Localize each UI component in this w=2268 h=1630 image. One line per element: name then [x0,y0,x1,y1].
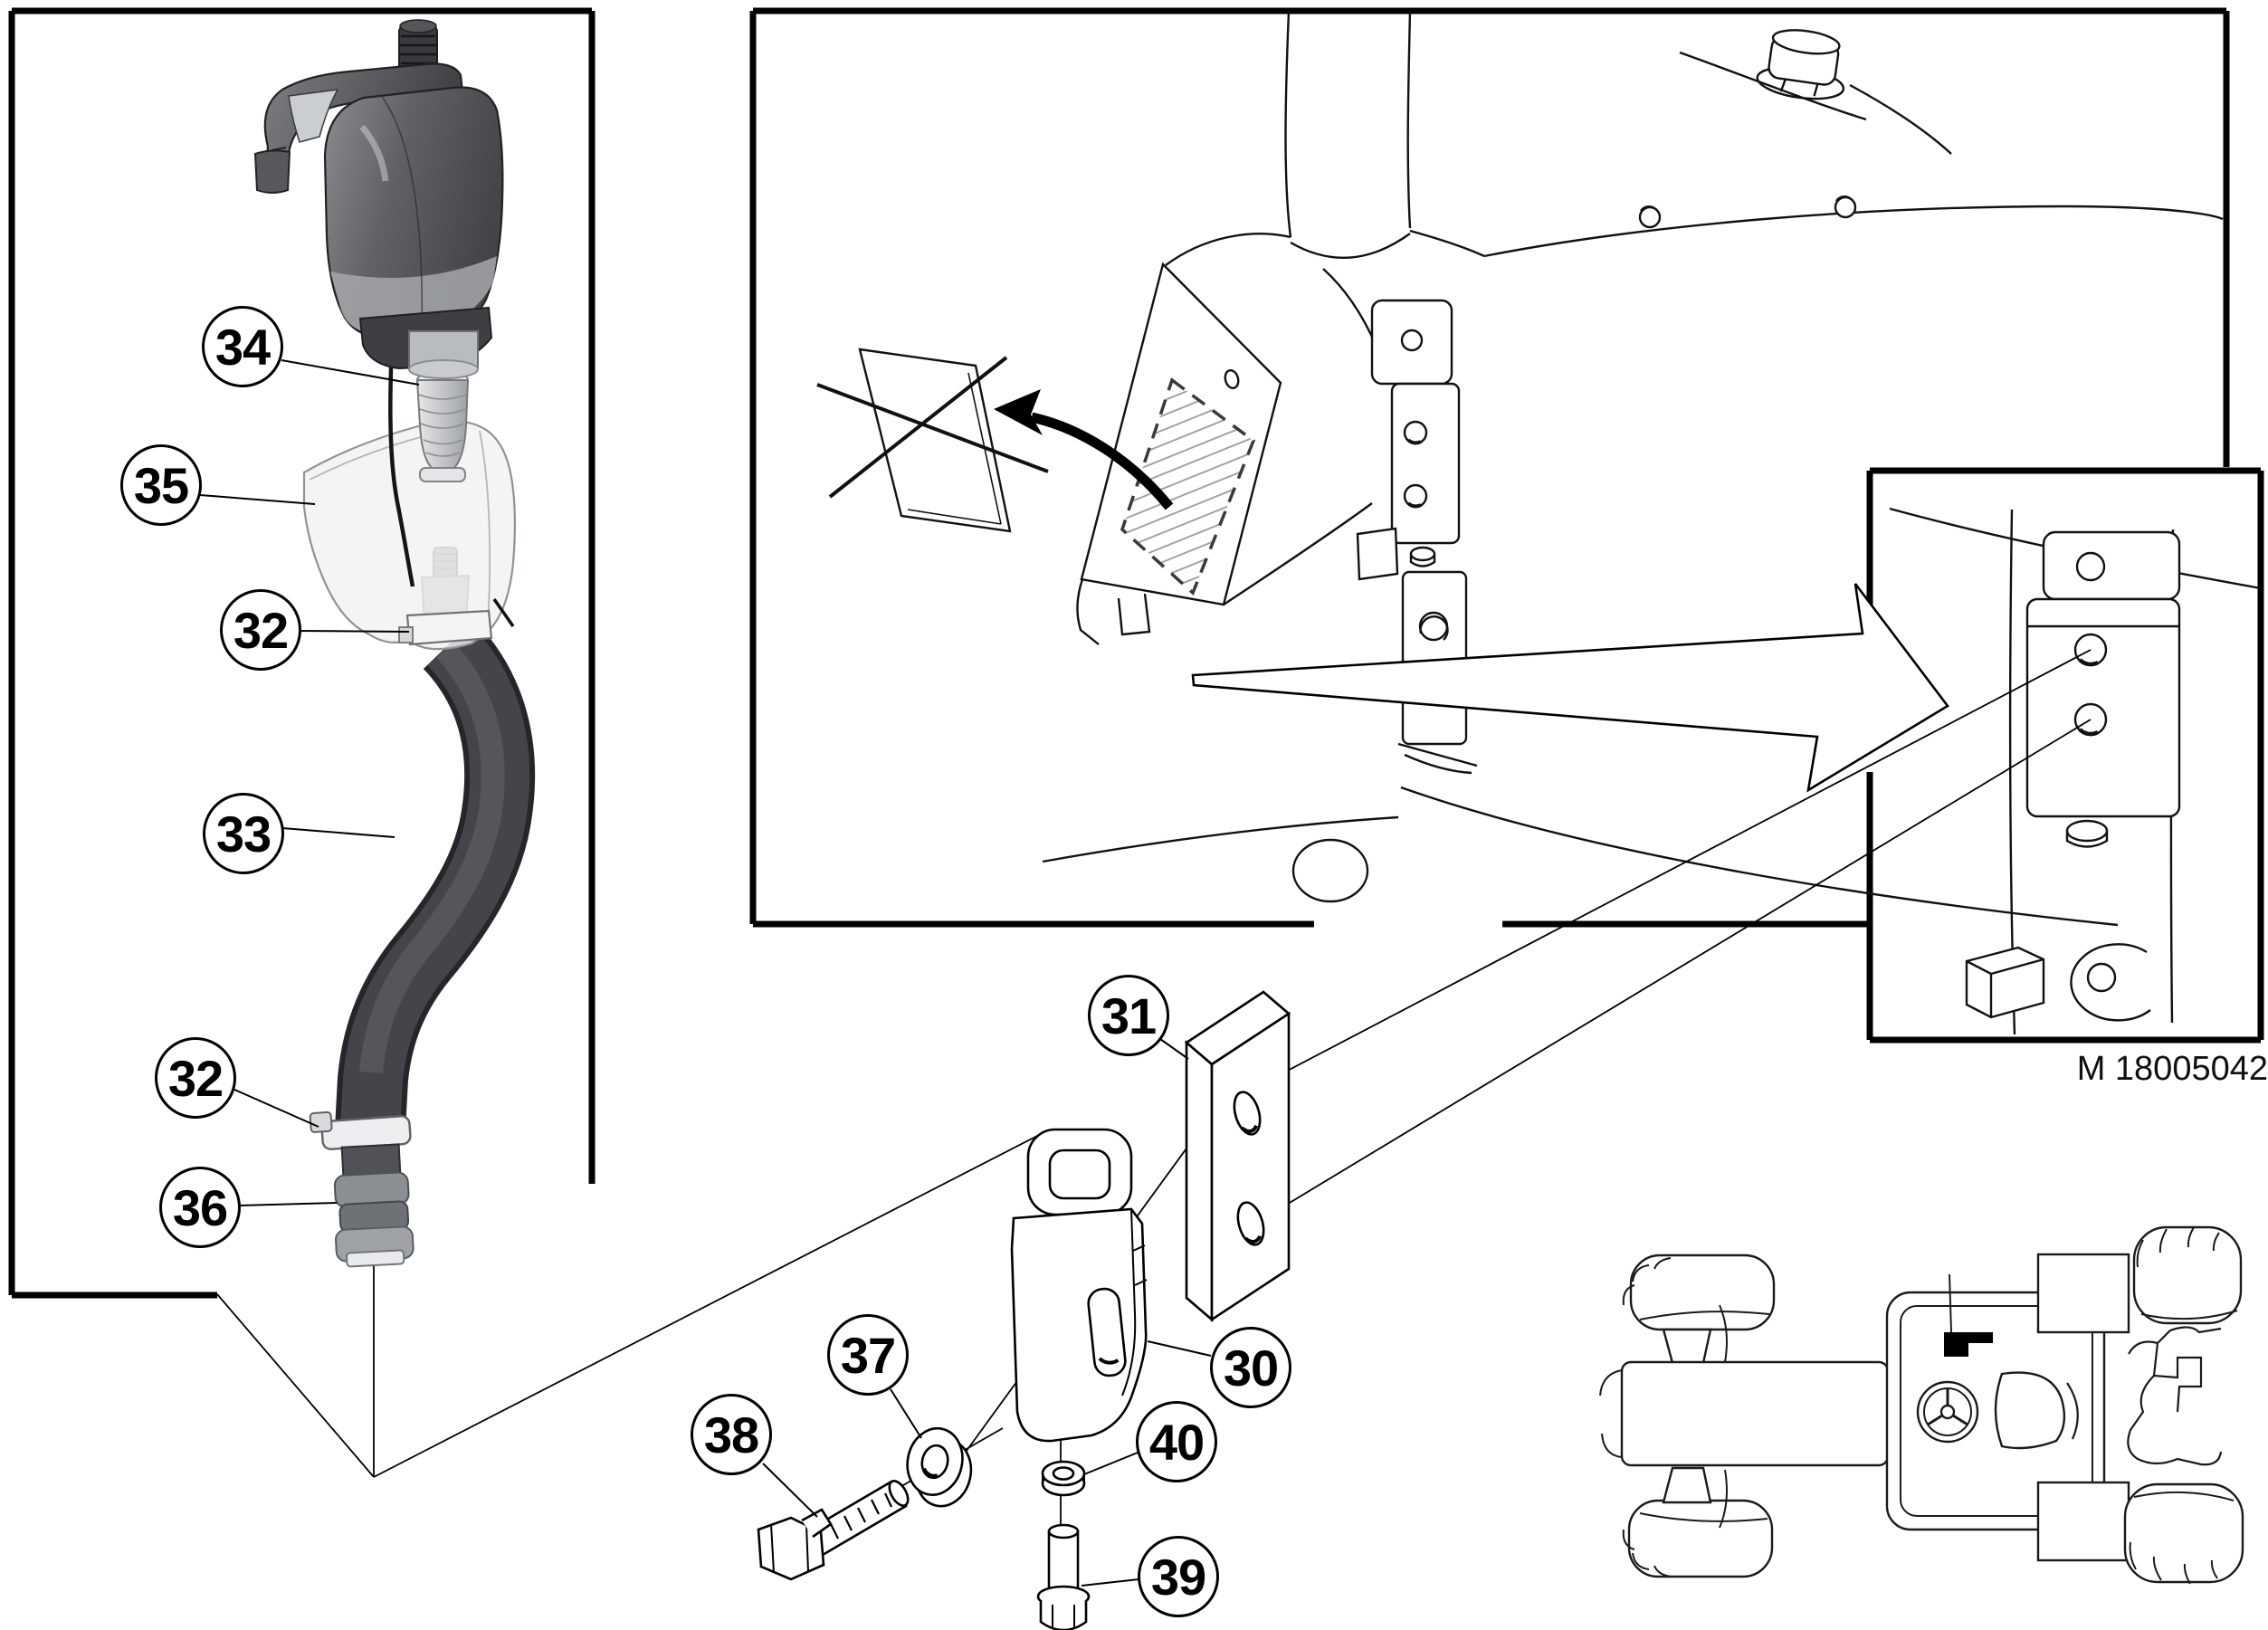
left-panel-border [8,7,596,1299]
hitch [2127,1326,2223,1466]
support-block [1965,946,2045,1019]
callout-35-label: 35 [133,456,189,514]
callout-31: 31 [1088,975,1169,1056]
steering-wheel [1916,1380,1979,1444]
callout-30: 30 [1210,1327,1291,1408]
leader-35 [199,494,316,505]
callout-33: 33 [203,793,284,874]
callout-32b-label: 32 [167,1049,224,1107]
callout-40: 40 [1136,1401,1217,1482]
latch-bracket-30 [1010,1128,1148,1443]
bolt-38 [757,1480,910,1581]
front-tires [1622,1253,1776,1578]
filler-cap [1756,29,1845,100]
leader-40 [1083,1452,1139,1475]
leader-36 [238,1202,338,1206]
hood [1620,1360,1890,1467]
leader-32b [232,1088,319,1128]
funnel-rim-line [309,430,491,627]
tower-right-edge [1406,10,1412,229]
rear-tires [2123,1225,2244,1585]
callout-38: 38 [691,1394,772,1475]
location-marker [1944,1273,1993,1357]
panel-hole [1224,368,1240,390]
callout-37-label: 37 [840,1326,896,1384]
leader-31 [1159,1038,1189,1060]
callout-34: 34 [202,306,283,387]
lower-body-curve [1400,786,2119,927]
floor-line [1042,815,1399,863]
funnel-spout-clamp [398,597,515,646]
hose [335,619,536,1132]
washer-40 [1041,1460,1086,1497]
seat [1994,1371,2079,1450]
callout-40-label: 40 [1148,1413,1205,1471]
hose-clamp [309,1110,412,1150]
fender-curve [1483,205,2224,258]
callout-36: 36 [159,1167,241,1248]
fender-bolts [1638,195,1857,229]
exploded-parts [757,990,1291,1630]
hole-reference-lines [1223,649,2092,1223]
callout-33-label: 33 [215,805,272,863]
center-panel-border [749,7,2230,928]
tower-base [1290,233,1411,259]
tower-left-edge [1284,10,1292,238]
callout-34-label: 34 [214,318,271,376]
leader-33 [281,827,395,838]
leader-37 [890,1388,922,1439]
callout-31-label: 31 [1101,987,1157,1044]
figure-code: M 18005042 [2076,1050,2268,1088]
callout-39-label: 39 [1150,1548,1206,1606]
tractor-top-view [1599,1225,2244,1585]
cross-out-lines [816,356,1049,499]
callout-37: 37 [827,1314,909,1396]
callout-30-label: 30 [1223,1339,1279,1396]
removal-arrow [994,389,1174,510]
washer-detail [2070,943,2151,1022]
mounting-plate-31 [1184,990,1291,1322]
callout-36-label: 36 [172,1178,228,1236]
leader-34 [281,359,420,386]
leader-32a [299,630,410,633]
pump-shine [359,124,389,182]
callout-35: 35 [120,444,202,526]
callout-32a: 32 [220,589,301,671]
crossed-out-sticker [816,348,1049,533]
callout-leader-lines [199,359,1212,1587]
callout-32b: 32 [155,1037,236,1119]
quick-coupler [333,1143,415,1268]
machine-oval-hole [1291,838,1369,903]
washer-37 [906,1426,973,1508]
barb-fitting [415,370,470,482]
pump-handle-unit [253,19,504,379]
magnify-arrow [1191,583,1949,793]
leader-38 [762,1463,818,1518]
stud-39 [1036,1523,1091,1630]
callout-32a-label: 32 [233,601,289,659]
leader-39 [1081,1578,1139,1587]
leader-30 [1147,1340,1212,1357]
callout-38-label: 38 [703,1406,759,1463]
right-panel-border [1866,467,2264,1044]
callout-39: 39 [1138,1536,1219,1617]
bracket-detail-view [1889,507,2262,1035]
hand-pump-assembly [253,19,536,1268]
